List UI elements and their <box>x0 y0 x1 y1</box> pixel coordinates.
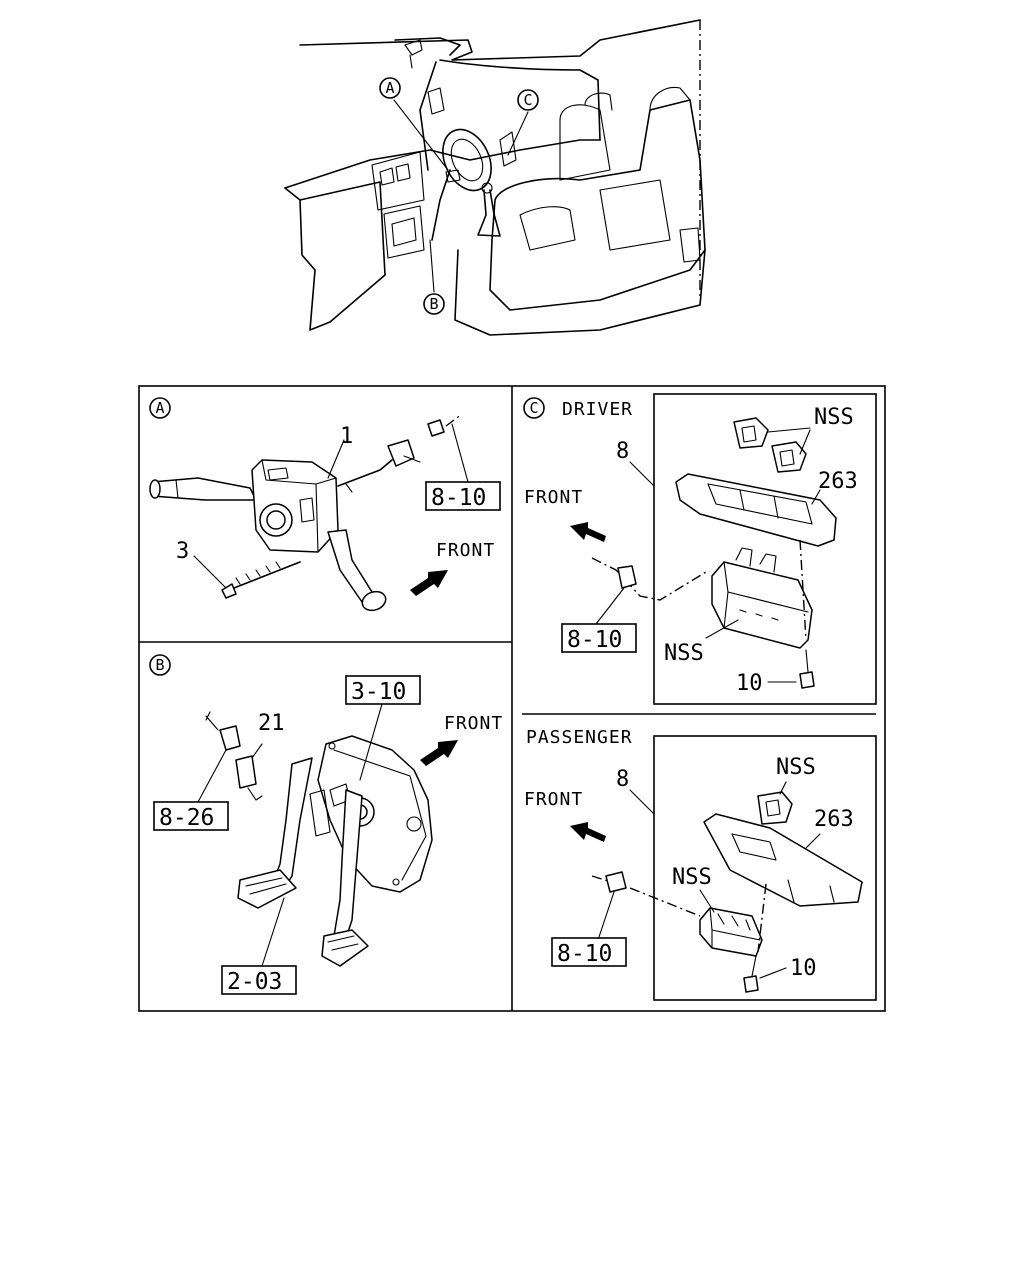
driver-detail-box <box>653 393 877 705</box>
passenger-switch-unit <box>699 883 767 957</box>
part-3-label: 3 <box>176 539 189 564</box>
leader-part-1 <box>327 439 345 479</box>
front-indicator-driver: FRONT <box>524 487 606 542</box>
passenger-switch-knob <box>757 781 793 825</box>
driver-nss-top-label: NSS <box>814 405 854 430</box>
passenger-connector <box>605 871 627 893</box>
driver-part-10-label: 10 <box>736 671 763 696</box>
passenger-nss-top-label: NSS <box>776 755 816 780</box>
panel-c: C DRIVER 8 NSS 263 <box>523 393 877 1001</box>
ref-box-2-03: 2-03 <box>221 897 297 995</box>
ref-box-8-10-passenger: 8-10 <box>551 937 627 967</box>
connector-8-26 <box>197 711 241 803</box>
driver-bezel-263 <box>675 473 837 547</box>
driver-part-263-label: 263 <box>818 469 858 494</box>
front-indicator-b: FRONT <box>420 713 503 766</box>
ref-3-10-label: 3-10 <box>351 679 406 705</box>
ref-8-10-passenger-label: 8-10 <box>557 941 612 967</box>
panel-b-tag: B <box>155 656 164 674</box>
panel-frame <box>138 385 886 1012</box>
front-arrow-icon <box>410 570 448 596</box>
combination-switch <box>149 413 463 612</box>
front-arrow-icon <box>570 822 606 842</box>
passenger-header: PASSENGER <box>526 727 633 748</box>
ref-2-03-label: 2-03 <box>227 969 282 995</box>
screw-part-3 <box>193 555 301 599</box>
passenger-detail-box <box>653 735 877 1001</box>
ref-8-26-label: 8-26 <box>159 805 214 831</box>
front-label-a: FRONT <box>436 540 495 561</box>
passenger-section: PASSENGER 8 NSS 263 <box>524 727 877 1001</box>
driver-section: DRIVER 8 NSS 263 <box>524 393 877 705</box>
passenger-part-8-label: 8 <box>616 767 629 792</box>
panel-c-tag: C <box>529 399 538 417</box>
passenger-screw-10 <box>743 955 787 993</box>
driver-header: DRIVER <box>562 399 633 420</box>
ref-box-3-10: 3-10 <box>345 675 421 781</box>
front-label-driver: FRONT <box>524 487 583 508</box>
passenger-part-10-label: 10 <box>790 956 817 981</box>
cab-interior-illustration <box>284 19 706 336</box>
ref-box-8-10-driver: 8-10 <box>561 623 637 653</box>
front-arrow-icon <box>570 522 606 542</box>
ref-box-8-26: 8-26 <box>153 801 229 831</box>
front-label-b: FRONT <box>444 713 503 734</box>
callout-a: A <box>379 77 401 99</box>
driver-switch-unit <box>711 539 813 649</box>
passenger-nss-bottom-label: NSS <box>672 865 712 890</box>
ref-8-10-driver-label: 8-10 <box>567 627 622 653</box>
driver-part-8-label: 8 <box>616 439 629 464</box>
stop-switch-part-21 <box>235 743 263 801</box>
pedal-assembly <box>237 735 433 967</box>
callout-c: C <box>517 89 539 111</box>
driver-screw-10 <box>767 649 815 689</box>
callout-c-label: C <box>523 91 532 109</box>
driver-connector <box>617 565 637 589</box>
part-21-label: 21 <box>258 711 285 736</box>
front-indicator-a: FRONT <box>410 540 495 596</box>
callout-b: B <box>423 293 445 315</box>
panel-a-tag: A <box>155 399 164 417</box>
passenger-bezel-263 <box>703 813 863 907</box>
ref-8-10-a-label: 8-10 <box>431 485 486 511</box>
part-1-label: 1 <box>340 424 353 449</box>
front-label-passenger: FRONT <box>524 789 583 810</box>
passenger-part-263-label: 263 <box>814 807 854 832</box>
ref-box-8-10-a: 8-10 <box>425 481 501 511</box>
panel-b: B <box>149 654 503 995</box>
driver-switch-knobs <box>733 417 811 473</box>
front-indicator-passenger: FRONT <box>524 789 606 842</box>
front-arrow-icon <box>420 740 458 766</box>
driver-nss-bottom-label: NSS <box>664 641 704 666</box>
leader-ref-a <box>451 423 469 483</box>
panel-a: A <box>149 397 501 612</box>
callout-b-label: B <box>429 295 438 313</box>
callout-a-label: A <box>385 79 394 97</box>
